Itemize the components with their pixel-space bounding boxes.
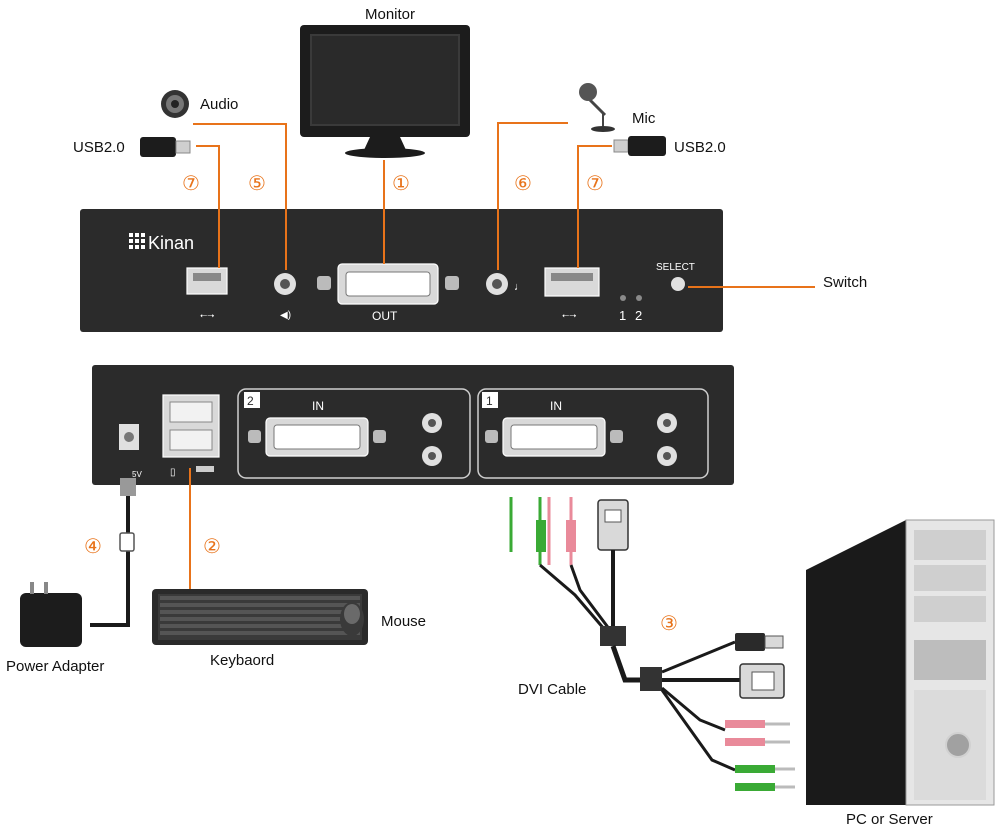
leader-usb-left: [196, 145, 220, 268]
power-voltage-label: 5V: [132, 470, 142, 479]
speaker-small-icon: ◀): [280, 310, 291, 321]
monitor-icon: [300, 25, 470, 158]
callout-7-left: ⑦: [182, 173, 200, 195]
usb-symbol-right-icon: ⭠⭢: [562, 310, 576, 320]
leader-mic: [497, 122, 568, 270]
port-1-label: IN: [550, 399, 562, 413]
usb-right-label: USB2.0: [674, 139, 726, 156]
dvi-cable-icon: [509, 497, 795, 791]
leader-audio: [193, 123, 287, 270]
led-1: [620, 295, 626, 301]
microphone-icon: [579, 83, 615, 132]
port-2-badge: [244, 392, 260, 408]
select-button[interactable]: [671, 277, 685, 291]
out-label: OUT: [372, 309, 398, 323]
callout-4: ④: [84, 536, 102, 558]
mouse-label: Mouse: [381, 613, 426, 630]
power-adapter-label: Power Adapter: [6, 658, 104, 675]
mouse-small-icon: ▯: [170, 467, 176, 478]
port-2-number: 2: [247, 394, 254, 408]
leader-usb-right: [577, 145, 612, 268]
callout-6: ⑥: [514, 173, 532, 195]
port-2-label: IN: [312, 399, 324, 413]
pc-label: PC or Server: [846, 811, 933, 828]
led-1-label: 1: [619, 308, 626, 323]
callout-2: ②: [203, 536, 221, 558]
mic-small-icon: ♩: [514, 281, 525, 293]
port-group-2: [237, 388, 471, 479]
audio-label: Audio: [200, 96, 238, 113]
dvi-screw-left: [317, 276, 331, 290]
brand-name: Kinan: [148, 233, 194, 253]
keyboard-icon: [152, 589, 368, 645]
mic-label: Mic: [632, 110, 656, 127]
usb-symbol-icon: ⭠⭢: [200, 310, 214, 320]
callout-5: ⑤: [248, 173, 266, 195]
kvm-front-panel: Kinan ⭠⭢ ◀) OUT ♩ ⭠⭢ 1 2 SELECT: [80, 209, 723, 332]
power-adapter-icon: [20, 478, 136, 647]
callout-7-right: ⑦: [586, 173, 604, 195]
dvi-screw-right: [445, 276, 459, 290]
port-group-1: [477, 388, 709, 479]
select-label: SELECT: [656, 262, 695, 273]
kvm-rear-panel: 5V ▯ 2 IN 1 IN: [92, 365, 734, 485]
usb-left-label: USB2.0: [73, 139, 125, 156]
switch-label: Switch: [823, 274, 867, 291]
front-usb-port-right: [544, 267, 600, 297]
keyboard-small-icon: [196, 466, 214, 472]
callout-3: ③: [660, 613, 678, 635]
callout-1: ①: [392, 173, 410, 195]
mouse-icon: [340, 602, 364, 636]
usb-stick-left-icon: [140, 137, 191, 157]
led-2: [636, 295, 642, 301]
dvi-cable-label: DVI Cable: [518, 681, 586, 698]
kinan-logo-icon: [129, 233, 145, 249]
keyboard-label: Keybaord: [210, 652, 274, 669]
pc-tower-icon: [806, 519, 995, 806]
port-1-number: 1: [486, 394, 493, 408]
usb-stick-right-icon: [613, 136, 666, 156]
led-2-label: 2: [635, 308, 642, 323]
monitor-label: Monitor: [365, 6, 415, 23]
port-1-badge: [482, 392, 498, 408]
speaker-icon: [161, 90, 189, 118]
